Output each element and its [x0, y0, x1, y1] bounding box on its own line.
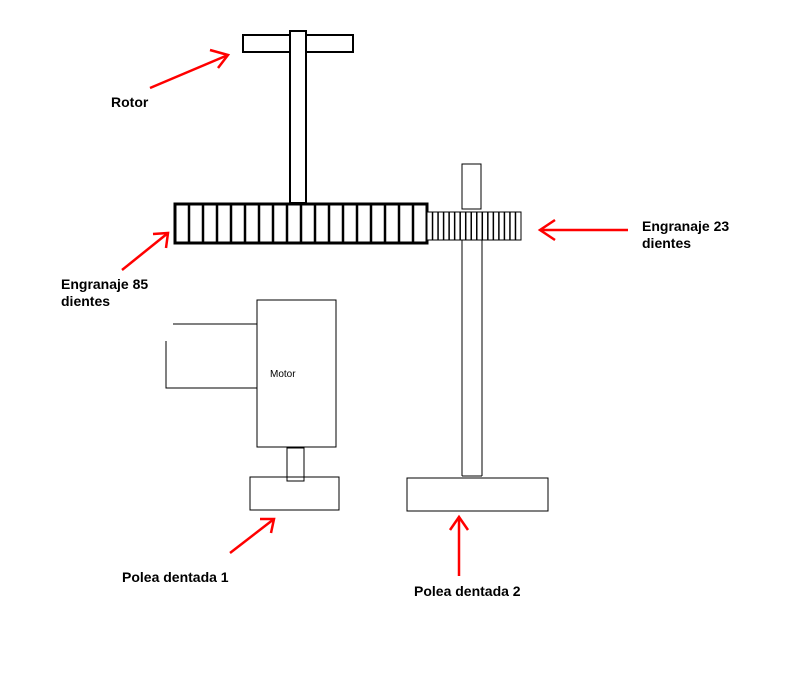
- rotor-shaft: [289, 30, 307, 204]
- label-gear-23-line2: dientes: [642, 235, 692, 251]
- label-gear-85-line2: dientes: [61, 293, 111, 309]
- pulley-1: [249, 476, 340, 511]
- arrow-pulley-2: [448, 514, 470, 576]
- gear-23-shaft-top: [461, 163, 482, 210]
- arrow-rotor: [149, 48, 231, 90]
- gear-23-teeth: [426, 211, 522, 241]
- motor-body: [256, 299, 337, 448]
- label-gear-85: Engranaje 85 dientes: [61, 276, 148, 310]
- arrow-gear-85: [121, 231, 170, 271]
- arrow-pulley-1: [229, 517, 276, 554]
- motor-shaft: [286, 447, 305, 482]
- label-motor: Motor: [270, 369, 296, 380]
- label-gear-23: Engranaje 23 dientes: [642, 218, 729, 252]
- label-pulley-2: Polea dentada 2: [414, 583, 521, 599]
- pulley-2: [406, 477, 549, 512]
- label-gear-85-line1: Engranaje 85: [61, 276, 149, 292]
- arrows: [121, 48, 628, 576]
- label-gear-23-line1: Engranaje 23: [642, 218, 730, 234]
- motor-wire: [165, 341, 257, 389]
- label-pulley-1: Polea dentada 1: [122, 569, 229, 585]
- arrow-gear-23: [537, 218, 628, 242]
- label-rotor: Rotor: [111, 94, 149, 110]
